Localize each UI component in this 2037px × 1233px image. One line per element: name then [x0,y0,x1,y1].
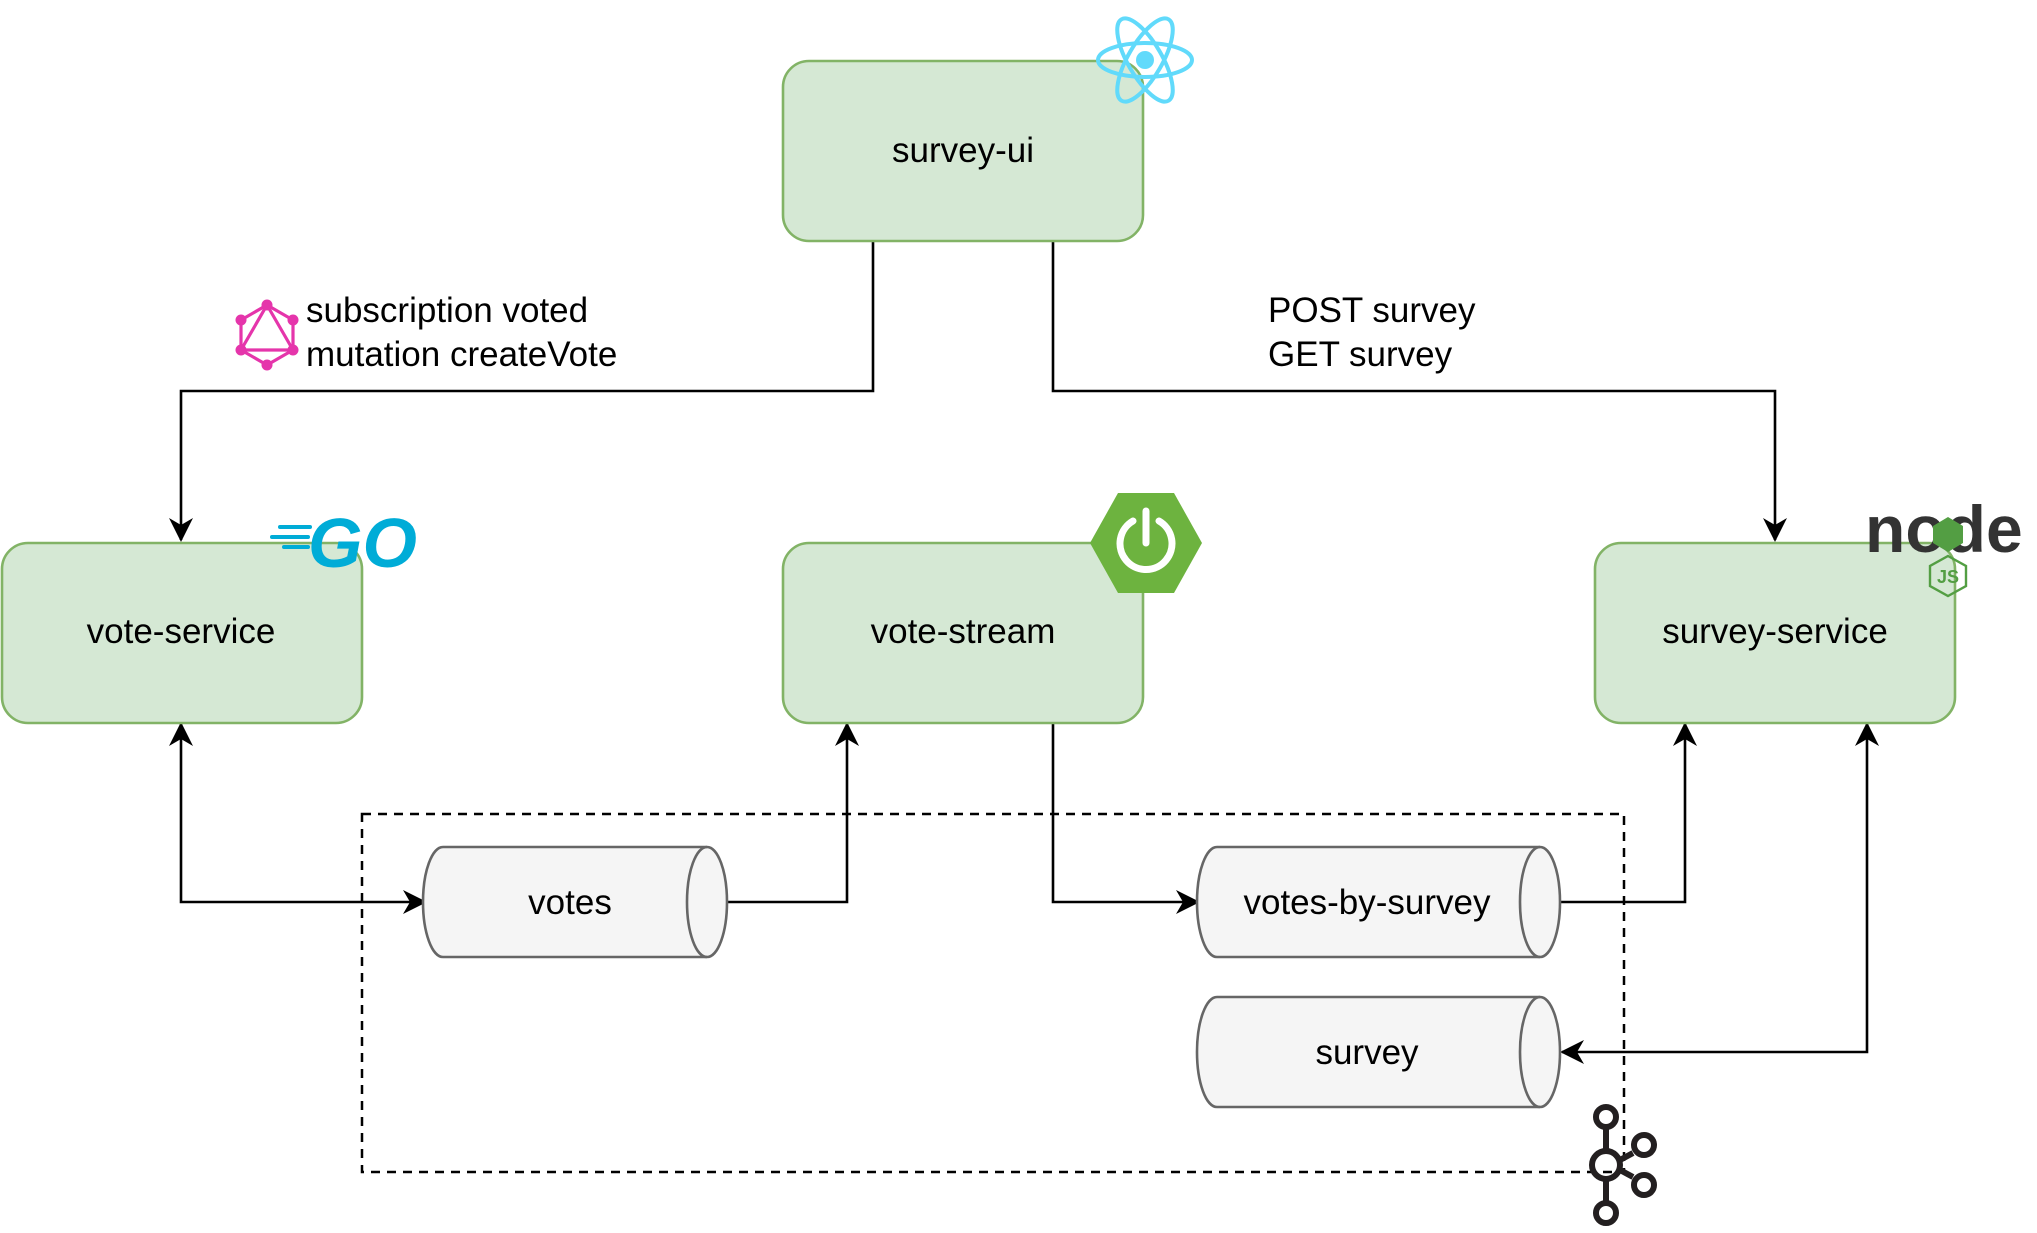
topic-votes[interactable]: votes [421,845,729,959]
topic-votes-by-survey[interactable]: votes-by-survey [1195,845,1562,959]
edges [169,241,1879,1064]
nodejs-icon: node JS [1865,492,2023,598]
edge-survey-service-survey [1560,722,1879,1064]
service-label: vote-service [87,612,276,651]
kafka-icon [1589,1104,1657,1226]
service-label: vote-stream [871,612,1056,651]
service-survey-service[interactable]: survey-service [1593,541,1957,725]
edge-label-line1: subscription voted [306,291,588,330]
graphql-edge-label: subscription voted mutation createVote [306,291,617,374]
edge-votes-to-vote-stream [725,722,859,904]
topic-label: votes [528,883,612,922]
edge-label-line2: mutation createVote [306,335,617,374]
go-icon: GO [270,504,417,582]
topic-label: survey [1315,1033,1419,1072]
service-vote-service[interactable]: vote-service [0,541,364,725]
service-label: survey-service [1662,612,1888,651]
go-logo-text: GO [308,504,417,582]
service-label: survey-ui [892,131,1034,170]
edge-vote-service-votes [169,722,427,914]
edge-ui-to-vote-service [169,241,875,542]
rest-edge-label: POST survey GET survey [1268,291,1476,374]
spring-icon [1090,493,1202,593]
edge-vote-stream-to-votes-by-survey [1051,722,1200,914]
graphql-icon [235,299,299,371]
edge-label-line2: GET survey [1268,335,1453,374]
edge-label-line1: POST survey [1268,291,1476,330]
service-vote-stream[interactable]: vote-stream [781,541,1145,725]
topic-survey[interactable]: survey [1195,995,1562,1109]
js-logo-text: JS [1937,567,1959,587]
edge-ui-to-survey-service [1051,241,1787,542]
service-survey-ui[interactable]: survey-ui [781,59,1145,243]
topic-label: votes-by-survey [1243,883,1491,922]
